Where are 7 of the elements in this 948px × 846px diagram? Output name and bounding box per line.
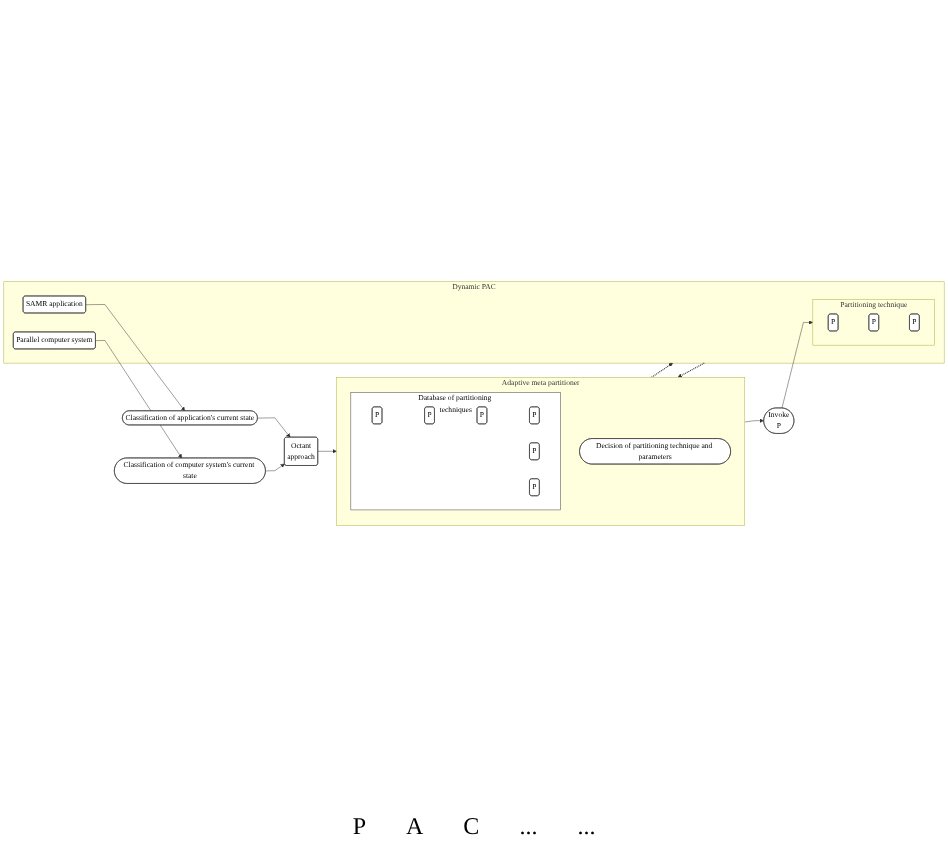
arrow (650, 363, 673, 379)
label-text: C (463, 812, 480, 842)
label-text: ... (519, 812, 538, 842)
label-text: ... (577, 812, 596, 842)
label-text: P (352, 812, 366, 842)
label-text: A (406, 812, 424, 842)
arrow (677, 362, 705, 378)
